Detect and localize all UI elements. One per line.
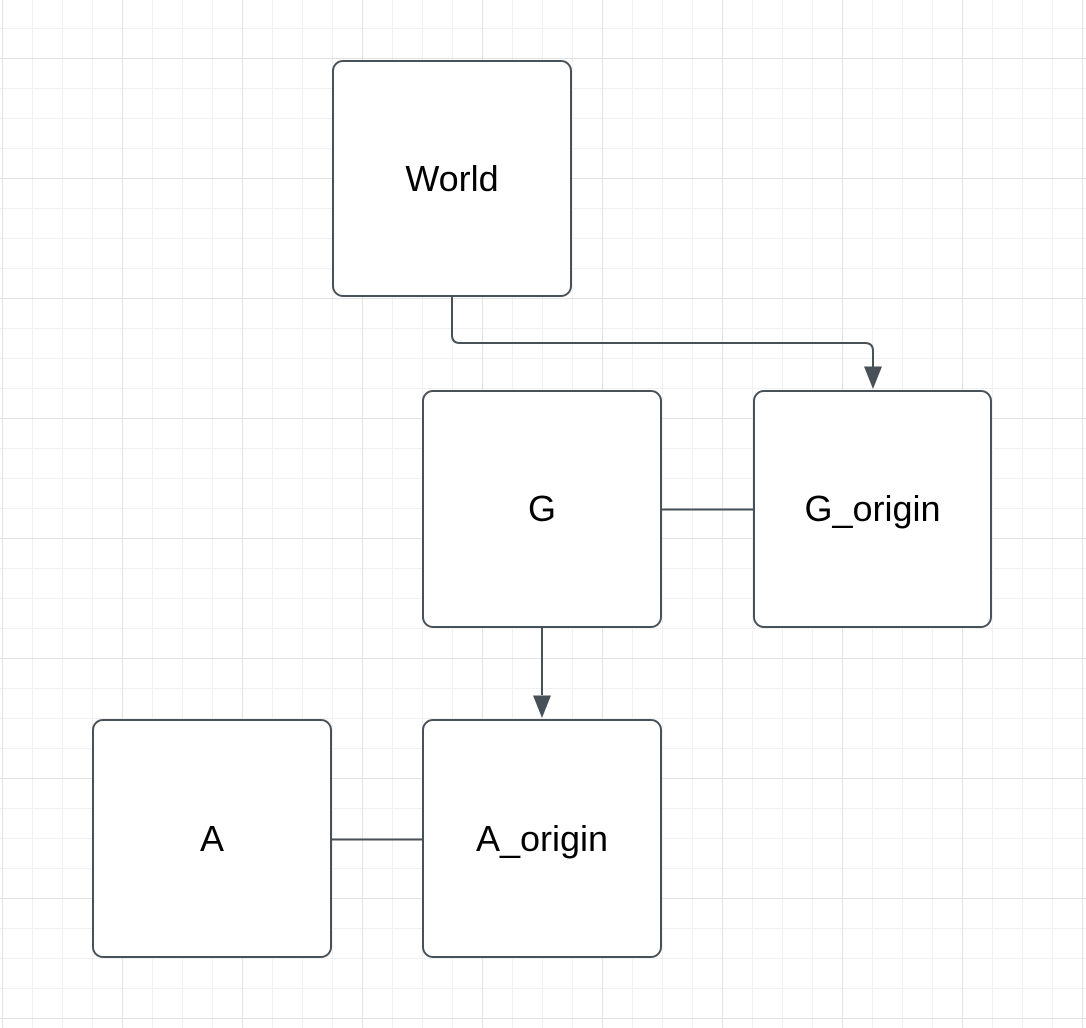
edge-world-to-g-origin[interactable] (451, 297, 882, 389)
arrowhead-a-origin (533, 695, 551, 718)
node-g-origin-label: G_origin (804, 488, 941, 530)
node-g-origin[interactable]: G_origin (753, 390, 992, 628)
node-world[interactable]: World (332, 60, 572, 297)
node-g[interactable]: G (422, 390, 662, 628)
arrowhead-g-origin (864, 366, 882, 389)
node-g-label: G (527, 488, 556, 530)
node-a-label: A (199, 817, 224, 859)
edge-g-to-a-origin[interactable] (533, 628, 551, 718)
node-a-origin-label: A_origin (475, 817, 609, 859)
node-a-origin[interactable]: A_origin (422, 719, 662, 958)
node-a[interactable]: A (92, 719, 332, 958)
node-world-label: World (405, 157, 499, 199)
